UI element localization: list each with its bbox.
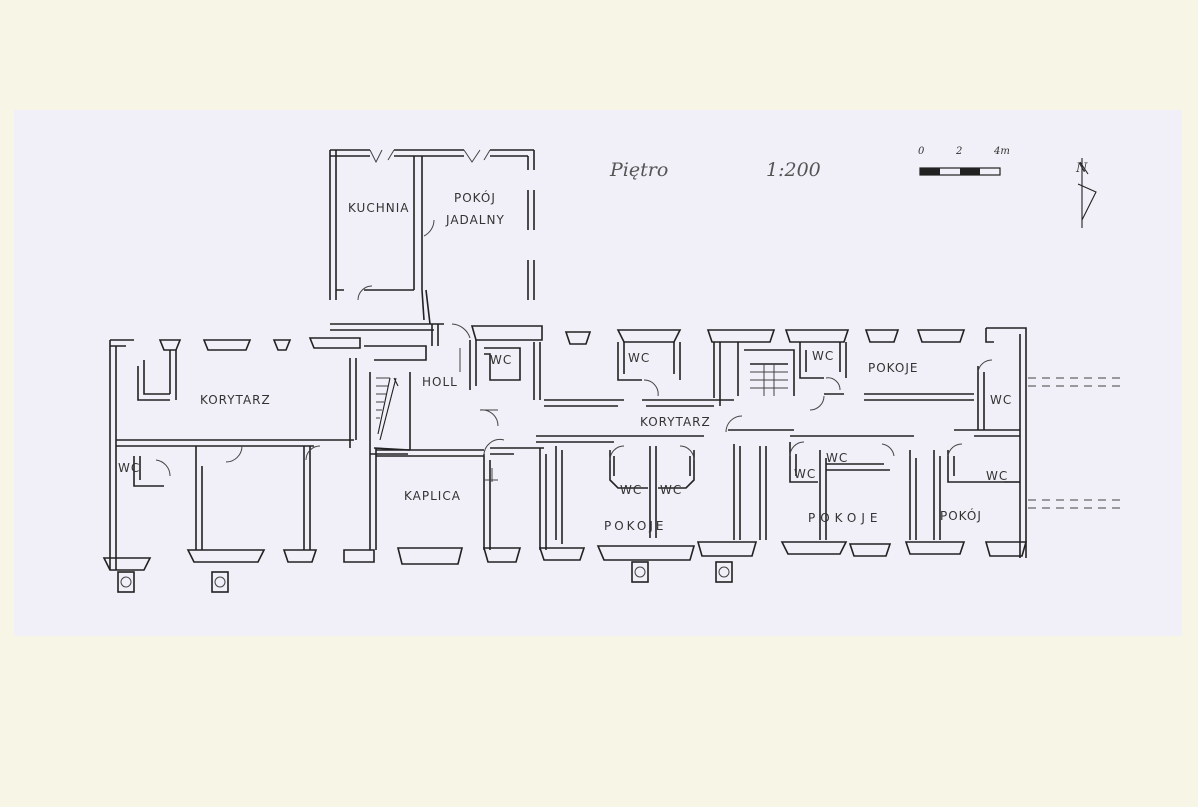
room-pokoj-right: POKÓJ — [940, 508, 982, 523]
scale-tick-2: 2 — [955, 146, 962, 157]
room-pokoje-top: POKOJE — [868, 361, 918, 375]
wc-label: WC — [826, 451, 848, 465]
room-pokoje-right: POKOJE — [808, 511, 882, 525]
upper-wing: KUCHNIA POKÓJ JADALNY — [329, 149, 535, 325]
plan-title: Piętro — [609, 159, 668, 181]
wc-label: WC — [118, 461, 140, 475]
scale-tick-4: 4m — [993, 146, 1010, 157]
room-kuchnia: KUCHNIA — [348, 201, 409, 215]
wc-label: WC — [490, 353, 512, 367]
wc-label: WC — [990, 393, 1012, 407]
wc-label: WC — [794, 467, 816, 481]
room-pokoje-center: POKOJE — [604, 519, 666, 533]
scale-tick-0: 0 — [918, 146, 925, 157]
wc-label: WC — [628, 351, 650, 365]
north-arrow-icon: N — [1075, 158, 1097, 228]
north-label: N — [1075, 161, 1088, 176]
room-kaplica: KAPLICA — [404, 489, 461, 503]
plan-scale: 1:200 — [766, 159, 821, 181]
room-korytarz-center: KORYTARZ — [640, 415, 711, 429]
wc-label: WC — [660, 483, 682, 497]
scale-bar: 0 2 4m — [918, 146, 1010, 176]
room-holl: HOLL — [422, 375, 458, 389]
main-building — [102, 323, 1124, 593]
wc-label: WC — [986, 469, 1008, 483]
wc-label: WC — [620, 483, 642, 497]
room-pokoj-jadalny-2: JADALNY — [445, 213, 505, 227]
floor-plan: Piętro 1:200 0 2 4m N KUCHNIA POKÓJ JADA… — [102, 146, 1124, 593]
room-pokoj-jadalny-1: POKÓJ — [454, 190, 496, 205]
drawing-sheet: Piętro 1:200 0 2 4m N KUCHNIA POKÓJ JADA… — [14, 110, 1182, 636]
room-korytarz-left: KORYTARZ — [200, 393, 271, 407]
wc-label: WC — [812, 349, 834, 363]
